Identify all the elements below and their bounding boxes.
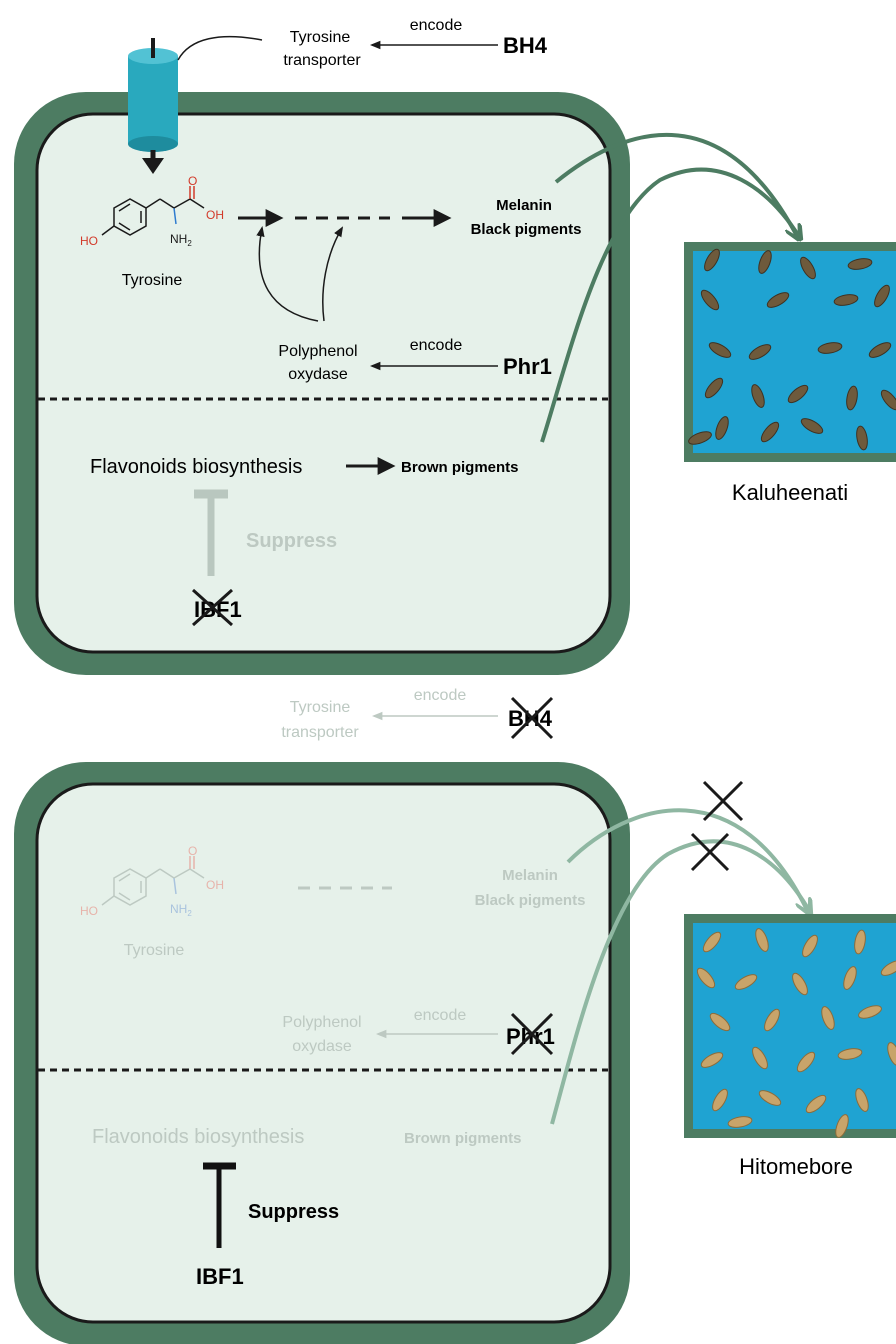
encode-bh4-faded-label: encode	[414, 687, 467, 704]
tyrosine-oh-label: OH	[206, 208, 224, 222]
hitomebore-seed-photo	[684, 914, 896, 1139]
suppress-label: Suppress	[246, 530, 337, 552]
flavonoids-label: Flavonoids biosynthesis	[90, 456, 302, 478]
transporter-pointer-line	[178, 37, 262, 60]
tyrosine-faded-o-label: O	[188, 844, 197, 858]
tyrosine-faded-label: Tyrosine	[124, 942, 185, 959]
tyrosine-o-label: O	[188, 174, 197, 188]
flavonoids-faded-label: Flavonoids biosynthesis	[92, 1126, 304, 1148]
transporter-label-line2: transporter	[283, 52, 361, 69]
black-pigments-faded-label: Black pigments	[475, 892, 586, 909]
melanin-label: Melanin	[496, 197, 552, 214]
tyrosine-faded-ho-label: HO	[80, 904, 98, 918]
tyrosine-ho-label: HO	[80, 234, 98, 248]
tyrosine-faded-oh-label: OH	[206, 878, 224, 892]
polyphenol-label-line1: Polyphenol	[278, 343, 357, 360]
top-cell: Tyrosine transporter encode BH4 HO OH O …	[14, 17, 800, 675]
melanin-blocked-cross-icon	[704, 782, 742, 820]
transporter-faded-label-line1: Tyrosine	[290, 699, 351, 716]
transporter-label-line1: Tyrosine	[290, 29, 351, 46]
kaluheenati-seed-photo	[684, 242, 896, 462]
encode-bh4-label: encode	[410, 17, 463, 34]
transporter-faded-label-line2: transporter	[281, 724, 359, 741]
tyrosine-label: Tyrosine	[122, 272, 183, 289]
melanin-faded-label: Melanin	[502, 867, 558, 884]
polyphenol-faded-label-line2: oxydase	[292, 1038, 352, 1055]
suppress-active-label: Suppress	[248, 1201, 339, 1223]
ibf1-active-gene-label: IBF1	[196, 1264, 244, 1289]
phr1-gene-label: Phr1	[503, 354, 552, 379]
kaluheenati-label: Kaluheenati	[732, 480, 848, 505]
hitomebore-label: Hitomebore	[739, 1154, 853, 1179]
encode-phr1-label: encode	[410, 337, 463, 354]
top-cell-interior	[37, 114, 610, 652]
bh4-gene-label: BH4	[503, 33, 548, 58]
polyphenol-faded-label-line1: Polyphenol	[282, 1014, 361, 1031]
brown-pigments-label: Brown pigments	[401, 459, 519, 476]
polyphenol-label-line2: oxydase	[288, 366, 348, 383]
black-pigments-label: Black pigments	[471, 221, 582, 238]
brown-pigments-faded-label: Brown pigments	[404, 1130, 522, 1147]
encode-phr1-faded-label: encode	[414, 1007, 467, 1024]
